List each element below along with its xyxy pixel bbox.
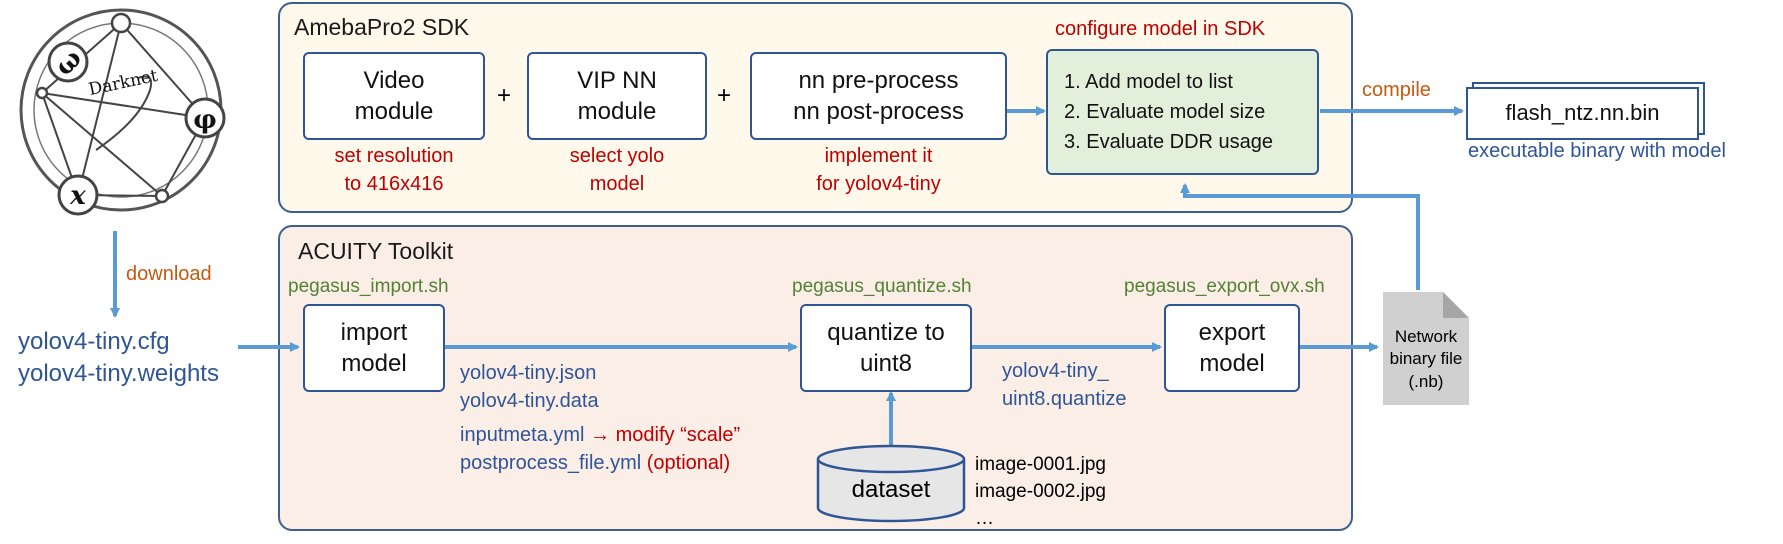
- binary-file-box: flash_ntz.nn.bin: [1466, 87, 1699, 140]
- configure-item-2: 2. Evaluate model size: [1064, 101, 1266, 123]
- postprocess-line: postprocess_file.yml (optional): [460, 452, 730, 475]
- import-box-line1: import: [340, 318, 408, 346]
- postprocess-file: postprocess_file.yml: [460, 452, 642, 474]
- video-caption-line1: set resolution: [334, 145, 454, 167]
- import-output-json: yolov4-tiny.json: [460, 362, 597, 384]
- nn-process-box: nn pre-process nn post-process: [750, 52, 1007, 140]
- video-caption-line2: to 416x416: [344, 173, 444, 195]
- modify-scale-note: modify “scale”: [615, 424, 741, 446]
- quantize-box-line2: uint8: [859, 350, 913, 377]
- network-file-label: Network binary file (.nb): [1383, 326, 1469, 393]
- right-arrow-icon: →: [590, 424, 616, 446]
- optional-note: (optional): [646, 452, 731, 474]
- inputmeta-file: inputmeta.yml: [460, 424, 585, 446]
- import-model-box: import model: [303, 304, 445, 392]
- sdk-title: AmebaPro2 SDK: [294, 14, 470, 40]
- import-output-data: yolov4-tiny.data: [460, 390, 599, 412]
- plus-sign-1: +: [497, 82, 512, 109]
- vip-module-line2: module: [577, 98, 657, 125]
- import-script-label: pegasus_import.sh: [288, 276, 449, 297]
- export-script-label: pegasus_export_ovx.sh: [1124, 276, 1325, 297]
- logo-x-glyph: x: [69, 181, 86, 211]
- vip-caption-line2: model: [589, 173, 645, 195]
- dataset-file-2: image-0002.jpg: [975, 480, 1106, 502]
- quantize-box-line1: quantize to: [827, 318, 945, 346]
- vip-module-line1: VIP NN: [577, 66, 657, 94]
- binary-caption: executable binary with model: [1468, 140, 1726, 162]
- video-module-box: Video module: [303, 52, 485, 140]
- nn-process-line2: nn post-process: [793, 98, 964, 125]
- import-outputs: yolov4-tiny.json yolov4-tiny.data: [460, 359, 599, 415]
- video-caption: set resolution to 416x416: [303, 142, 485, 198]
- quantize-script-label: pegasus_quantize.sh: [792, 276, 972, 297]
- inputmeta-line: inputmeta.yml → modify “scale”: [460, 424, 740, 447]
- export-box-line1: export: [1198, 318, 1266, 346]
- download-label: download: [126, 263, 212, 285]
- vip-caption: select yolo model: [527, 142, 707, 198]
- network-file-line1: Network: [1394, 327, 1458, 346]
- nn-caption: implement it for yolov4-tiny: [750, 142, 1007, 198]
- logo-phi-glyph: φ: [193, 105, 217, 135]
- dataset-file-more: …: [975, 507, 994, 529]
- quantize-box: quantize to uint8: [800, 304, 972, 392]
- dataset-files: image-0001.jpg image-0002.jpg …: [975, 452, 1106, 533]
- compile-label: compile: [1362, 79, 1431, 101]
- quantize-output-line1: yolov4-tiny_: [1002, 360, 1109, 382]
- dataset-file-1: image-0001.jpg: [975, 454, 1106, 475]
- import-box-line2: model: [341, 350, 407, 377]
- configure-item-3: 3. Evaluate DDR usage: [1064, 131, 1274, 153]
- configure-model-box: 1. Add model to list 2. Evaluate model s…: [1046, 49, 1319, 175]
- binary-file-name: flash_ntz.nn.bin: [1505, 100, 1660, 126]
- video-module-line1: Video: [363, 66, 425, 94]
- configure-title: configure model in SDK: [1055, 18, 1266, 40]
- input-cfg: yolov4-tiny.cfg: [18, 328, 170, 355]
- network-file-line3: (.nb): [1408, 371, 1444, 391]
- nn-caption-line2: for yolov4-tiny: [816, 173, 941, 195]
- vip-caption-line1: select yolo: [569, 145, 665, 167]
- nn-process-line1: nn pre-process: [798, 66, 959, 94]
- input-files: yolov4-tiny.cfg yolov4-tiny.weights: [18, 326, 219, 391]
- export-box-line2: model: [1199, 350, 1265, 377]
- input-weights: yolov4-tiny.weights: [18, 360, 219, 388]
- vip-nn-module-box: VIP NN module: [527, 52, 707, 140]
- export-model-box: export model: [1164, 304, 1300, 392]
- nn-caption-line1: implement it: [824, 145, 933, 167]
- nb-to-config-arrow: [1180, 183, 1420, 290]
- video-module-line2: module: [354, 98, 434, 125]
- dataset-label: dataset: [851, 476, 931, 503]
- quantize-output-line2: uint8.quantize: [1002, 388, 1127, 410]
- configure-item-1: 1. Add model to list: [1064, 71, 1233, 93]
- darknet-logo-icon: ω φ x Darknet: [19, 8, 226, 216]
- network-file-line2: binary file: [1389, 349, 1463, 369]
- acuity-title: ACUITY Toolkit: [298, 238, 454, 264]
- quantize-outputs: yolov4-tiny_ uint8.quantize: [1002, 357, 1127, 413]
- plus-sign-2: +: [717, 82, 732, 109]
